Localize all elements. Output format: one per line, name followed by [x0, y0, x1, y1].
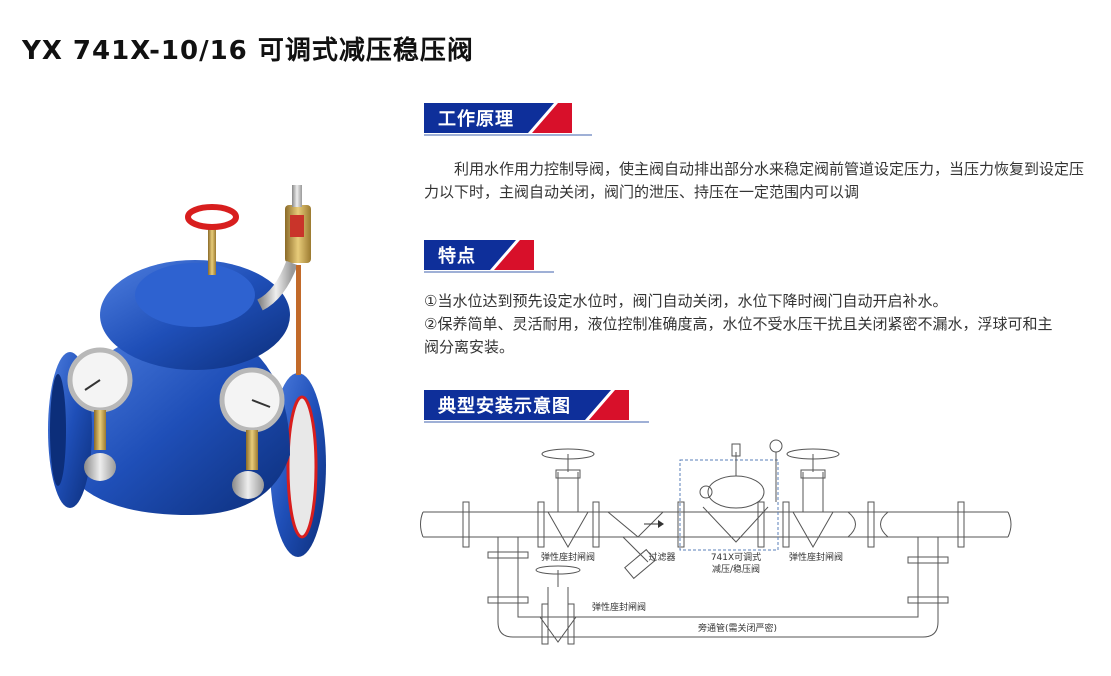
pressure-gauge-right — [219, 367, 285, 499]
principle-text: 利用水作用力控制导阀，使主阀自动排出部分水来稳定阀前管道设定压力，当压力恢复到设… — [424, 160, 1085, 201]
label-main-valve-1: 741X可调式 — [711, 551, 761, 563]
features-list: ①当水位达到预先设定水位时，阀门自动关闭，水位下降时阀门自动开启补水。 ②保养简… — [424, 290, 1054, 359]
label-bypass-pipe: 旁通管(需关闭严密) — [698, 622, 777, 634]
features-heading: 特点 — [424, 240, 554, 273]
principle-heading-label: 工作原理 — [424, 103, 528, 133]
filter — [607, 511, 664, 580]
bypass-pipe — [497, 537, 939, 638]
feature-item-2: ②保养简单、灵活耐用，液位控制准确度高，水位不受水压干扰且关闭紧密不漏水，浮球可… — [424, 315, 1053, 356]
label-filter: 过滤器 — [648, 551, 675, 563]
heading-accent-icon — [490, 240, 534, 270]
principle-heading: 工作原理 — [424, 103, 592, 136]
diagram-heading: 典型安装示意图 — [424, 390, 649, 423]
gate-valve-right — [786, 448, 889, 549]
installation-diagram: 弹性座封闸阀 过滤器 741X可调式 减压/稳压阀 弹性座封闸阀 弹性座封闸阀 … — [420, 439, 1012, 645]
label-gate-valve-right: 弹性座封闸阀 — [789, 551, 843, 563]
page-title: YX 741X-10/16 可调式减压稳压阀 — [22, 36, 474, 66]
main-pipe — [423, 511, 1008, 538]
label-gate-valve-left: 弹性座封闸阀 — [541, 551, 595, 563]
gate-valve-left — [541, 448, 595, 549]
gate-valve-bypass — [535, 565, 581, 645]
heading-accent-icon — [528, 103, 572, 133]
label-gate-valve-bypass: 弹性座封闸阀 — [592, 601, 646, 613]
heading-accent-icon — [585, 390, 629, 420]
valve-product-image — [48, 185, 326, 557]
label-main-valve-2: 减压/稳压阀 — [712, 563, 760, 575]
main-valve-741x — [679, 439, 783, 551]
diagram-heading-label: 典型安装示意图 — [424, 390, 585, 420]
pressure-gauge-left — [67, 347, 133, 481]
feature-item-1: ①当水位达到预先设定水位时，阀门自动关闭，水位下降时阀门自动开启补水。 — [424, 292, 948, 310]
handwheel — [185, 204, 239, 230]
features-heading-label: 特点 — [424, 240, 490, 270]
